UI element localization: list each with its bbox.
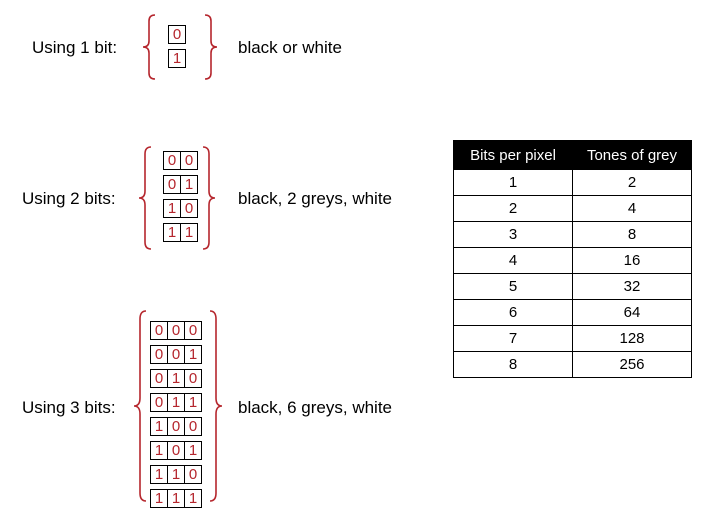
bit-cell: 1 (184, 393, 202, 412)
bit-cell: 0 (168, 25, 186, 44)
table-cell: 64 (572, 299, 692, 326)
bit-cell: 0 (163, 175, 181, 194)
bit-cell: 1 (150, 441, 168, 460)
table-cell: 32 (572, 273, 692, 300)
header-bits-per-pixel: Bits per pixel (453, 140, 573, 170)
bit-cell: 0 (150, 345, 168, 364)
bit-cell: 1 (167, 369, 185, 388)
table-cell: 8 (572, 221, 692, 248)
table-cell: 2 (453, 195, 573, 222)
table-cell: 256 (572, 351, 692, 378)
code-row: 0 (168, 25, 186, 44)
label-2-bits: Using 2 bits: (22, 189, 116, 208)
table-cell: 4 (572, 195, 692, 222)
table-cell: 8 (453, 351, 573, 378)
bit-cell: 0 (184, 417, 202, 436)
bit-cell: 0 (184, 465, 202, 484)
bit-cell: 1 (167, 489, 185, 508)
bit-cell: 0 (150, 321, 168, 340)
left-brace-2-bits (138, 146, 152, 250)
bit-cell: 1 (167, 465, 185, 484)
table-cell: 6 (453, 299, 573, 326)
header-tones-of-grey: Tones of grey (572, 140, 692, 170)
bit-cell: 1 (163, 199, 181, 218)
bit-cell: 1 (184, 345, 202, 364)
left-brace-1-bit (142, 14, 156, 80)
label-3-bits: Using 3 bits: (22, 398, 116, 417)
table-cell: 2 (572, 169, 692, 196)
bit-cell: 0 (180, 151, 198, 170)
bit-cell: 0 (167, 441, 185, 460)
bit-cell: 0 (150, 369, 168, 388)
code-row: 1 (168, 49, 186, 68)
description-1-bit: black or white (238, 38, 342, 57)
right-brace-2-bits (202, 146, 216, 250)
bit-codes-1: 0 1 (168, 25, 186, 73)
table-cell: 1 (453, 169, 573, 196)
description-3-bits: black, 6 greys, white (238, 398, 393, 417)
bit-cell: 0 (167, 321, 185, 340)
bit-cell: 1 (180, 175, 198, 194)
right-brace-1-bit (204, 14, 218, 80)
table-cell: 3 (453, 221, 573, 248)
bit-cell: 1 (180, 223, 198, 242)
bit-cell: 1 (184, 489, 202, 508)
table-cell: 7 (453, 325, 573, 352)
table-cell: 128 (572, 325, 692, 352)
table-cell: 16 (572, 247, 692, 274)
bit-cell: 1 (150, 417, 168, 436)
table-cell: 4 (453, 247, 573, 274)
bit-cell: 0 (167, 345, 185, 364)
description-2-bits: black, 2 greys, white (238, 189, 393, 208)
bit-cell: 0 (150, 393, 168, 412)
bit-cell: 0 (180, 199, 198, 218)
right-brace-3-bits (209, 310, 223, 502)
bit-cell: 1 (150, 489, 168, 508)
bit-cell: 1 (167, 393, 185, 412)
bit-cell: 1 (184, 441, 202, 460)
table-cell: 5 (453, 273, 573, 300)
label-1-bit: Using 1 bit: (32, 38, 118, 57)
bit-cell: 0 (163, 151, 181, 170)
bit-cell: 1 (163, 223, 181, 242)
table-header-row: Bits per pixel Tones of grey (453, 140, 692, 170)
bit-cell: 0 (184, 321, 202, 340)
bit-cell: 0 (184, 369, 202, 388)
bit-cell: 1 (150, 465, 168, 484)
bit-cell: 0 (167, 417, 185, 436)
left-brace-3-bits (133, 310, 147, 502)
bit-cell: 1 (168, 49, 186, 68)
